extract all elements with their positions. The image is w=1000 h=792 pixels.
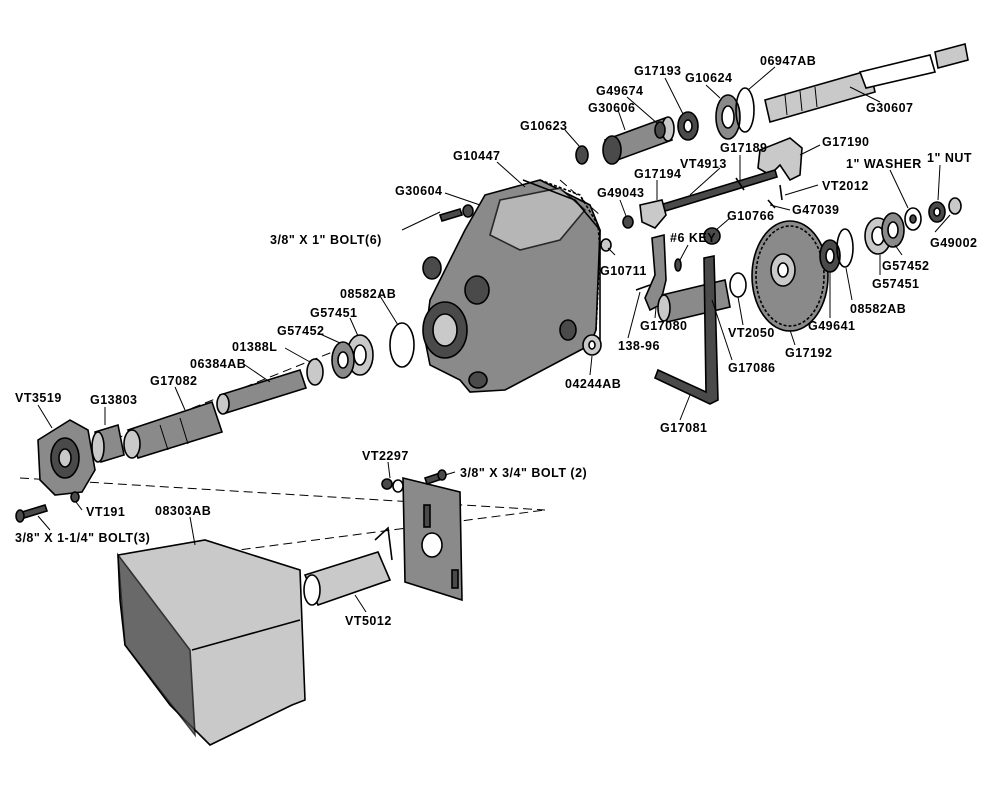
label-08303ab: 08303AB <box>155 504 211 518</box>
label-g49641: G49641 <box>808 319 855 333</box>
label-vt2012: VT2012 <box>822 179 869 193</box>
label-g30606: G30606 <box>588 101 635 115</box>
label-g17082: G17082 <box>150 374 197 388</box>
pin-g17189 <box>735 177 745 191</box>
label-g30607: G30607 <box>866 101 913 115</box>
label-g49674: G49674 <box>596 84 643 98</box>
label-1-nut: 1" NUT <box>927 151 972 165</box>
shaft-g30607 <box>764 43 969 124</box>
shifter-g17080 <box>644 233 667 312</box>
bracket-vt2297 <box>402 476 463 602</box>
label-g49043: G49043 <box>597 186 644 200</box>
ring-vt2050 <box>729 272 747 298</box>
label-vt3519: VT3519 <box>15 391 62 405</box>
label-g30604: G30604 <box>395 184 442 198</box>
label-g10623: G10623 <box>520 119 567 133</box>
label-bolt-3-8-x-1-1-4: 3/8" X 1-1/4" BOLT(3) <box>15 531 150 545</box>
label-g49002: G49002 <box>930 236 977 250</box>
label-vt5012: VT5012 <box>345 614 392 628</box>
label-g17081: G17081 <box>660 421 707 435</box>
shaft-06384ab <box>216 369 308 415</box>
label-01388l: 01388L <box>232 340 277 354</box>
label-06384ab: 06384AB <box>190 357 246 371</box>
key-6 <box>674 258 682 272</box>
lock-g49002 <box>948 197 962 215</box>
label-vt4913: VT4913 <box>680 157 727 171</box>
leader-lines <box>37 66 951 613</box>
pin-138-96 <box>635 284 651 291</box>
label-g17086: G17086 <box>728 361 775 375</box>
label-vt2297: VT2297 <box>362 449 409 463</box>
shift-fork-g17190 <box>757 137 803 182</box>
label-g17189: G17189 <box>720 141 767 155</box>
nut-1inch <box>928 201 946 223</box>
label-g57451: G57451 <box>310 306 357 320</box>
bolt-g30604 <box>438 204 474 222</box>
gear-housing-g10447 <box>422 179 601 393</box>
cup-g57452-right <box>881 212 905 248</box>
label-04244ab: 04244AB <box>565 377 621 391</box>
label-06947ab: 06947AB <box>760 54 816 68</box>
spacer-g49674 <box>654 121 666 139</box>
label-g47039: G47039 <box>792 203 839 217</box>
lever-g17194 <box>639 199 667 229</box>
ball-g10766 <box>703 227 721 245</box>
gasket-g10447 <box>522 179 601 340</box>
label-vt2050: VT2050 <box>728 326 775 340</box>
label-g10766: G10766 <box>727 209 774 223</box>
cover-vt3519 <box>37 419 96 496</box>
seal-01388l <box>306 358 324 386</box>
bearing-g17193 <box>677 111 699 141</box>
bolt-3-8-x-3-4 <box>423 469 447 486</box>
label-g17194: G17194 <box>634 167 681 181</box>
bearing-g13803 <box>91 423 125 464</box>
nuts-vt2297 <box>381 478 404 493</box>
snap-ring-06947ab <box>735 87 755 133</box>
washer-04244ab <box>582 334 602 356</box>
bolt-3-8-x-1-1-4 <box>15 504 49 523</box>
label-138-96: 138-96 <box>618 339 660 353</box>
bolt-vt191 <box>70 491 80 503</box>
washer-g10623 <box>575 145 589 165</box>
label-g17192: G17192 <box>785 346 832 360</box>
label-08582ab-top: 08582AB <box>340 287 396 301</box>
part-labels: 06947AB G17193 G10624 G49674 G30606 G306… <box>15 54 977 628</box>
gear-g17192 <box>751 220 829 332</box>
label-g57452-right: G57452 <box>882 259 929 273</box>
label-g17080: G17080 <box>640 319 687 333</box>
plug-g49043 <box>622 215 634 229</box>
snap-ring-08582ab-top <box>389 322 415 368</box>
label-vt191: VT191 <box>86 505 125 519</box>
tube-vt5012 <box>303 526 393 606</box>
label-g13803: G13803 <box>90 393 137 407</box>
pin-g47039 <box>767 199 776 209</box>
label-1-washer: 1" WASHER <box>846 157 922 171</box>
washer-1inch <box>904 207 922 231</box>
sleeve-g17086 <box>657 279 731 323</box>
shield-08303ab <box>116 539 306 746</box>
crank-g17081 <box>653 255 719 405</box>
label-g57451-right: G57451 <box>872 277 919 291</box>
label-bolt-3-8-x-1: 3/8" X 1" BOLT(6) <box>270 233 382 247</box>
label-g10624: G10624 <box>685 71 732 85</box>
label-g17193: G17193 <box>634 64 681 78</box>
label-08582ab-right: 08582AB <box>850 302 906 316</box>
shaft-g17082 <box>123 400 224 459</box>
bearing-g49641 <box>819 239 841 273</box>
label-bolt-3-8-x-3-4: 3/8" X 3/4" BOLT (2) <box>460 466 587 480</box>
screw-vt2012 <box>779 184 783 201</box>
cup-g57452 <box>331 341 355 379</box>
label-g10447: G10447 <box>453 149 500 163</box>
label-g57452: G57452 <box>277 324 324 338</box>
bearing-g10624 <box>715 94 741 140</box>
label-6-key: #6 KEY <box>670 231 716 245</box>
label-g10711: G10711 <box>600 264 647 278</box>
snap-ring-08582ab-right <box>836 228 854 268</box>
label-g17190: G17190 <box>822 135 869 149</box>
